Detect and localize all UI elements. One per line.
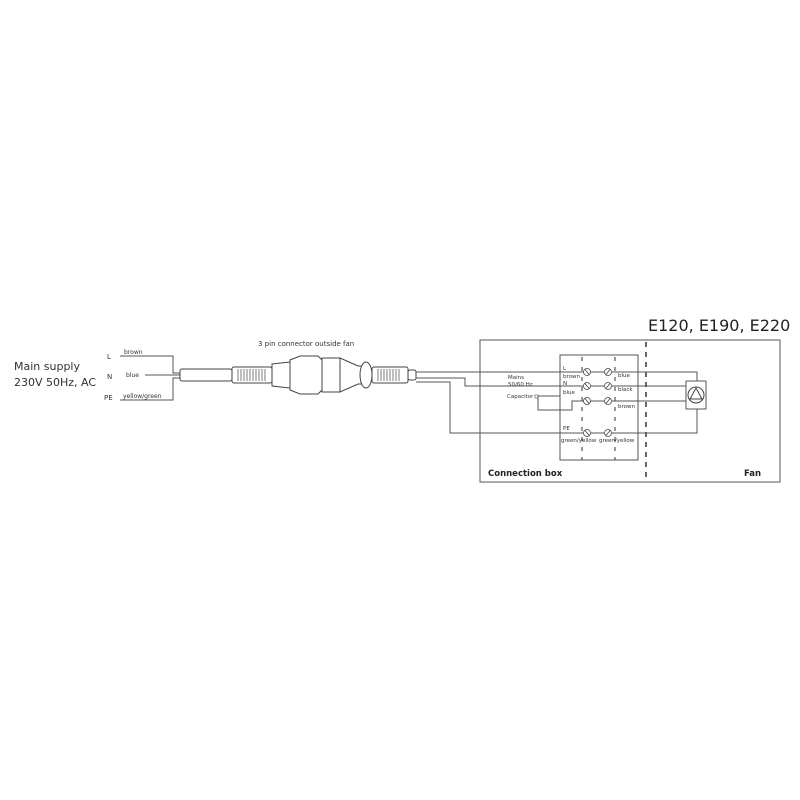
- cable-wire-PE: [416, 381, 560, 434]
- terminal-N: N: [107, 373, 112, 381]
- supply-terminals: L N PE brown blue yellow/green: [104, 349, 180, 402]
- terminal-PE: PE: [104, 394, 113, 402]
- supply-label-line2: 230V 50Hz, AC: [14, 376, 96, 389]
- capacitor-label: Capacitor: [507, 394, 534, 400]
- wire-PE: [120, 377, 180, 401]
- wire-label-yellow-green: yellow/green: [123, 393, 162, 400]
- box-terminal-L: L: [563, 366, 567, 372]
- wire-label-blue: blue: [126, 372, 139, 379]
- box-wire-green-yellow-right: green/yellow: [599, 438, 635, 444]
- terminal-L: L: [107, 353, 111, 361]
- fan-wire-earth: [612, 409, 698, 434]
- supply-label-line1: Main supply: [14, 360, 80, 373]
- box-wire-blue-right: blue: [618, 373, 631, 379]
- box-wire-green-yellow-left: green/yellow: [561, 438, 597, 444]
- box-wire-brown: brown: [563, 374, 580, 380]
- cable-wire-N: [416, 377, 560, 387]
- enclosure: [479, 339, 781, 483]
- fan-motor-icon: [685, 380, 707, 410]
- model-title: E120, E190, E220: [648, 316, 790, 335]
- plug-connector-icon: [179, 355, 417, 395]
- box-wire-brown-right: brown: [618, 404, 635, 410]
- terminal-block: [559, 354, 639, 461]
- box-wire-blue: blue: [563, 390, 576, 396]
- mains-frequency-label: 50/60 Hz: [508, 382, 533, 388]
- wire-label-brown: brown: [124, 349, 143, 356]
- connector-label: 3 pin connector outside fan: [258, 340, 354, 348]
- box-terminal-PE: PE: [563, 426, 570, 432]
- fan-label: Fan: [744, 469, 761, 479]
- connection-box-label: Connection box: [488, 469, 563, 479]
- fan-wire-blue: [612, 371, 698, 381]
- box-wire-black: black: [618, 387, 633, 393]
- capacitor-wire: [537, 396, 590, 411]
- wire-L: [120, 355, 180, 374]
- box-terminal-N: N: [563, 381, 567, 387]
- screw-terminals: [583, 368, 612, 437]
- mains-label: Mains: [508, 375, 524, 381]
